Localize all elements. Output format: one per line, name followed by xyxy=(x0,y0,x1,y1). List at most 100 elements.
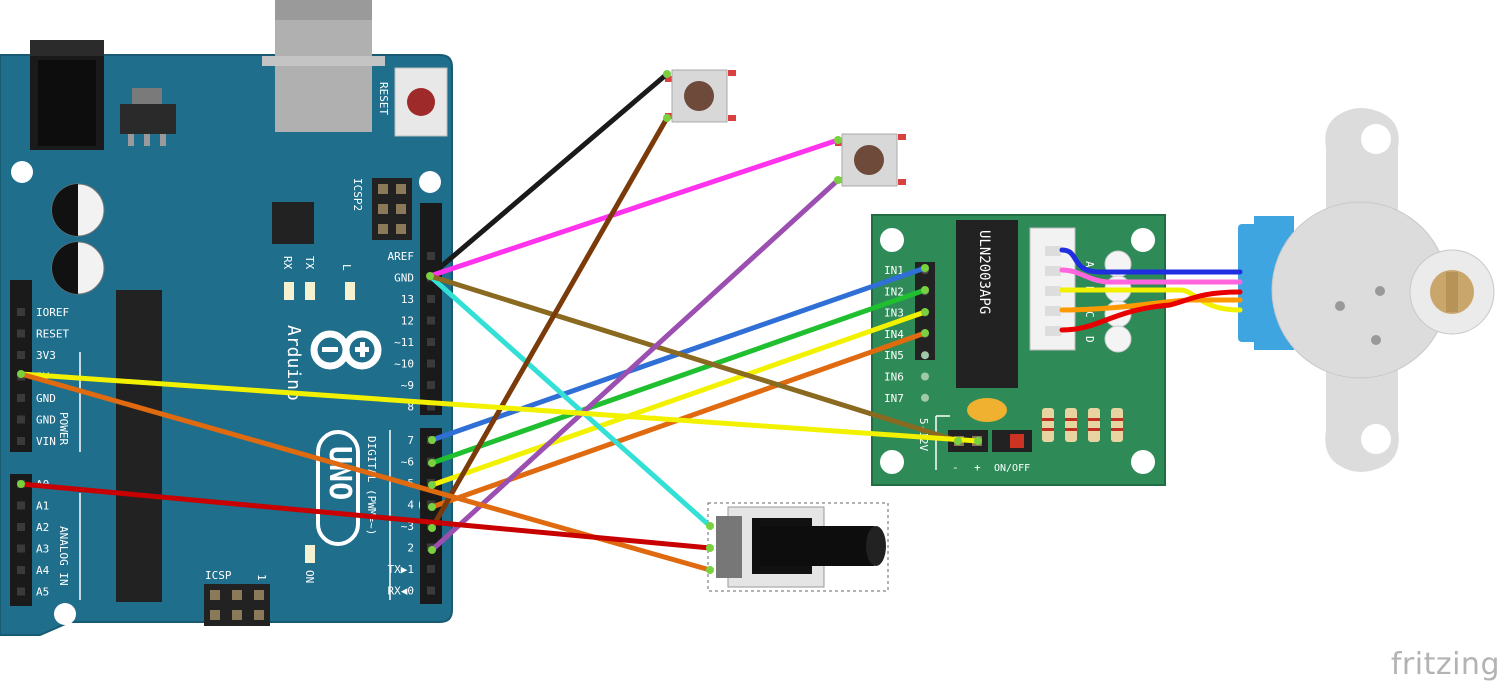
wire-gnd-potentiometer xyxy=(427,273,713,529)
driver-input-pin xyxy=(921,351,929,360)
driver-input-label: IN7 xyxy=(884,392,904,405)
power-pin xyxy=(17,415,25,424)
analog-pin xyxy=(17,587,25,596)
wire-button1-d3 xyxy=(429,115,670,531)
arduino-logo xyxy=(310,330,382,370)
digital-pin xyxy=(427,586,435,595)
wire-d5-in3 xyxy=(429,309,928,488)
l-label: L xyxy=(340,264,353,271)
phase-led xyxy=(1104,325,1132,353)
digital-pin-label: ~10 xyxy=(394,358,414,371)
power-pin-label: RESET xyxy=(36,328,69,341)
potentiometer[interactable] xyxy=(707,502,889,592)
analog-pin xyxy=(17,544,25,553)
usb-chip xyxy=(272,202,314,244)
motor-wire-pink xyxy=(1059,267,1243,285)
capacitor xyxy=(967,398,1007,422)
analog-pin xyxy=(17,501,25,510)
push-button-1[interactable] xyxy=(665,69,736,123)
analog-pin xyxy=(17,523,25,531)
digital-pin xyxy=(427,402,435,411)
driver-input-label: IN4 xyxy=(884,328,904,341)
capacitor xyxy=(51,183,105,237)
resistor-array xyxy=(1042,408,1123,442)
uln2003-chip xyxy=(956,220,1018,388)
wire-gnd-button1 xyxy=(427,71,670,279)
motor-wire-red xyxy=(1059,289,1243,333)
analog-pin-label: A5 xyxy=(36,586,49,599)
power-pin-label: GND xyxy=(36,392,56,405)
power-pin-label: 3V3 xyxy=(36,349,56,362)
mounting-hole xyxy=(11,161,33,183)
driver-input-pin xyxy=(921,393,929,402)
fritzing-watermark: fritzing xyxy=(1390,647,1500,682)
analog-section-label: ANALOG IN xyxy=(57,526,70,586)
digital-pin-label: AREF xyxy=(388,250,415,263)
power-pin xyxy=(17,308,25,316)
digital-section-label: DIGITAL (PWM=~) xyxy=(365,436,378,535)
driver-input-label: IN5 xyxy=(884,349,904,362)
wire-d6-in2 xyxy=(429,287,928,466)
wire-endpoints xyxy=(17,70,982,574)
l-led xyxy=(345,282,355,300)
digital-pin xyxy=(427,359,435,368)
analog-pin-label: A4 xyxy=(36,564,50,577)
driver-input-pin xyxy=(921,372,929,381)
digital-pin xyxy=(427,338,435,346)
phase-led-label: C xyxy=(1083,311,1096,318)
reset-label: RESET xyxy=(377,82,390,115)
arduino-board: RESET ICSP2 TX RX L xyxy=(0,0,453,636)
phase-led-label: A xyxy=(1083,261,1096,268)
digital-header-bottom xyxy=(420,428,442,604)
driver-input-label: IN1 xyxy=(884,264,904,277)
analog-pin xyxy=(17,566,25,574)
digital-pin-label: 4 xyxy=(407,499,414,512)
analog-header xyxy=(10,474,32,606)
voltage-regulator xyxy=(120,88,176,146)
reset-button[interactable] xyxy=(394,67,448,137)
arduino-brand: Arduino xyxy=(283,325,304,401)
driver-input-label: IN2 xyxy=(884,285,904,298)
wire-a0-potentiometer xyxy=(18,481,713,551)
digital-pin xyxy=(427,381,435,389)
digital-pin-label: ~3 xyxy=(401,520,414,533)
driver-input-label: IN6 xyxy=(884,371,904,384)
digital-pin-label: 13 xyxy=(401,293,414,306)
analog-pin-label: A2 xyxy=(36,521,49,534)
digital-pin xyxy=(427,295,435,303)
capacitor xyxy=(51,241,105,295)
stepper-motor xyxy=(1238,108,1495,472)
digital-pin-label: 7 xyxy=(407,434,414,447)
usb-port xyxy=(262,0,385,132)
mounting-hole xyxy=(419,171,441,193)
wire-5v-driver xyxy=(18,371,981,444)
digital-pin-label: ~6 xyxy=(401,456,414,469)
atmega-chip xyxy=(116,290,162,602)
on-led xyxy=(305,545,315,563)
power-pin-label: VIN xyxy=(36,435,56,448)
power-pin xyxy=(17,394,25,402)
uno-badge: UNO xyxy=(316,430,360,546)
digital-pin xyxy=(427,252,435,260)
power-pin xyxy=(17,329,25,338)
digital-pin xyxy=(427,316,435,325)
icsp-header xyxy=(204,584,270,626)
icsp2-header xyxy=(372,178,412,240)
wire-button2-d2 xyxy=(429,177,841,553)
power-pin xyxy=(17,351,25,359)
motor-wire-blue xyxy=(1059,247,1243,275)
digital-pin-label: RX◀0 xyxy=(388,585,415,598)
power-pin-label: GND xyxy=(36,414,56,427)
mounting-hole xyxy=(54,603,76,625)
push-button-2[interactable] xyxy=(835,133,906,187)
icsp-pin1-label: 1 xyxy=(255,574,268,581)
analog-pin-label: A1 xyxy=(36,500,49,513)
tx-led xyxy=(305,282,315,300)
power-pin xyxy=(17,437,25,445)
driver-input-label: IN3 xyxy=(884,307,904,320)
icsp-label: ICSP xyxy=(205,569,232,582)
digital-pin-label: GND xyxy=(394,272,414,285)
tx-label: TX xyxy=(303,256,316,270)
digital-pin-label: TX▶1 xyxy=(388,563,415,576)
